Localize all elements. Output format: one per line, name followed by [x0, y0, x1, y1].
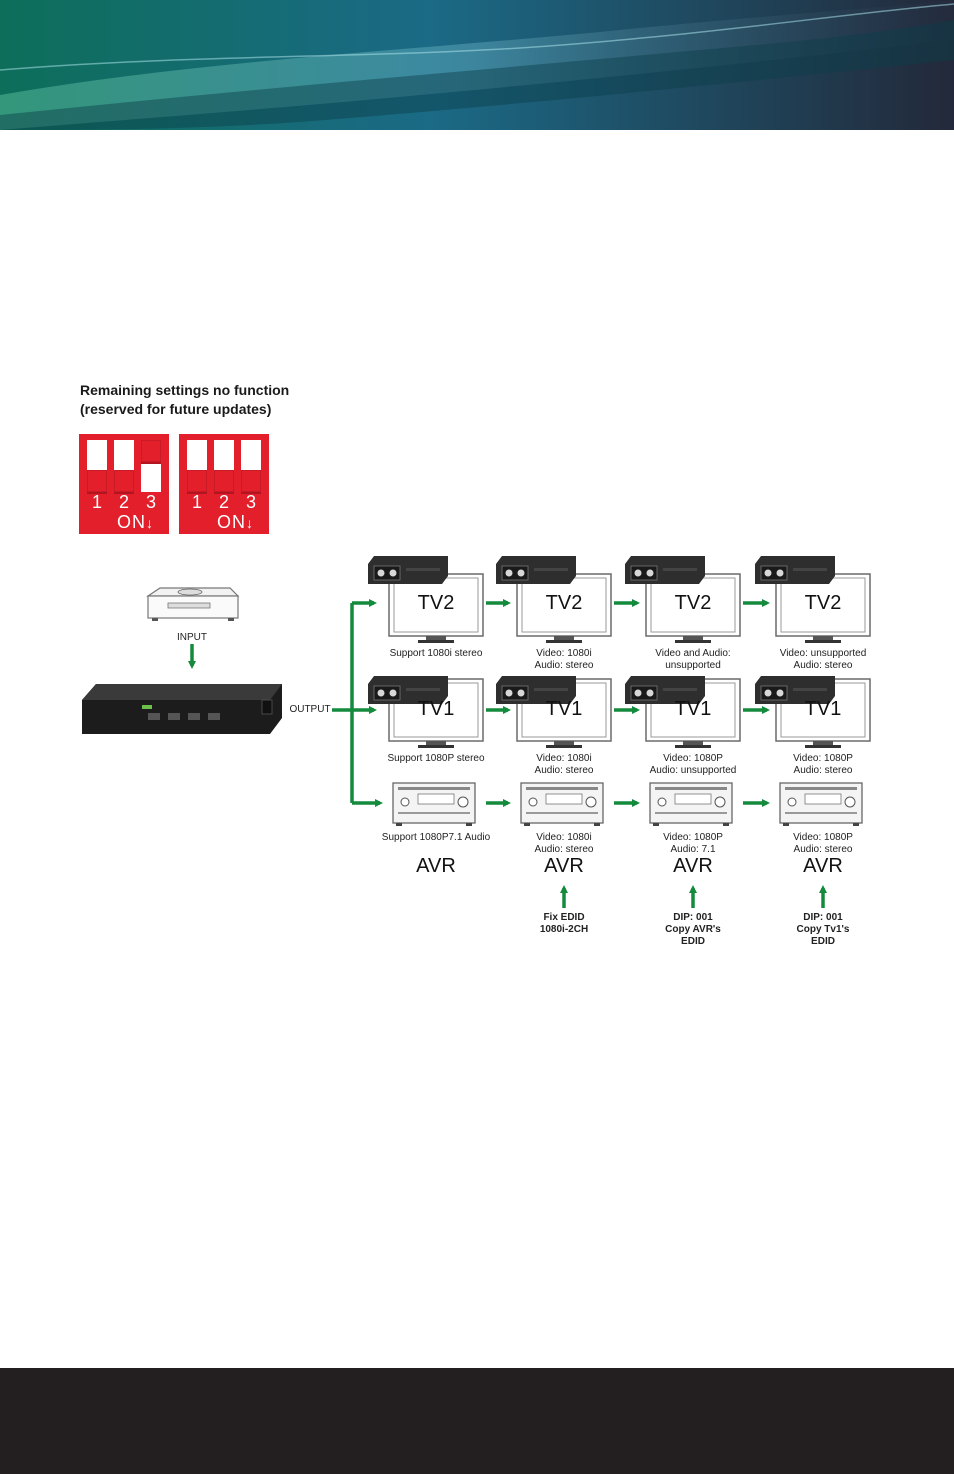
down-arrow-icon: ↓: [146, 515, 154, 531]
avr-description: Video: 1080P Audio: stereo: [793, 832, 853, 855]
note-line-2: (reserved for future updates): [80, 401, 272, 417]
tv1-screen-label: TV1: [674, 698, 712, 720]
dip-on-label: ON↓: [217, 512, 254, 532]
tv1-description: Video: 1080P Audio: stereo: [793, 753, 853, 776]
tv2-description: Video: 1080i Audio: stereo: [534, 648, 594, 671]
avr-receiver-icon: [649, 782, 733, 826]
tv1-description: Video: 1080i Audio: stereo: [534, 753, 594, 776]
hdmi-extender-icon: [625, 556, 705, 584]
hdmi-extender-icon: [755, 556, 835, 584]
tv1-screen-label: TV1: [417, 698, 455, 720]
input-label: INPUT: [177, 632, 207, 643]
edid-setting-note: DIP: 001 Copy Tv1's EDID: [796, 912, 850, 947]
avr-receiver-icon: [392, 782, 476, 826]
dip-switch-block-1: 1 2 3 ON↓: [79, 434, 169, 534]
dip-switch-1-lever: [187, 440, 207, 494]
tv2-screen-label: TV2: [674, 592, 712, 614]
dip-number: 2: [118, 492, 129, 512]
avr-label: AVR: [544, 855, 584, 877]
tv2-screen-label: TV2: [545, 592, 583, 614]
hdmi-extender-icon: [368, 556, 448, 584]
header-wave-graphic: [0, 0, 954, 130]
dip-switch-1-lever: [87, 440, 107, 494]
tv1-screen-label: TV1: [804, 698, 842, 720]
tv2-description: Video: unsupported Audio: stereo: [779, 648, 867, 671]
footer-bar: [0, 1368, 954, 1474]
edid-setting-note: Fix EDID 1080i-2CH: [539, 912, 589, 935]
edid-setting-note: DIP: 001 Copy AVR's EDID: [665, 912, 721, 947]
dip-number: 2: [218, 492, 229, 512]
avr-label: AVR: [416, 855, 456, 877]
down-arrow-icon: ↓: [246, 515, 254, 531]
dip-number: 1: [191, 492, 202, 512]
tv1-description: Support 1080P stereo: [387, 753, 485, 764]
dip-switch-3-lever: [241, 440, 261, 494]
hdmi-extender-icon: [496, 556, 576, 584]
avr-label: AVR: [673, 855, 713, 877]
output-label: OUTPUT: [289, 704, 331, 715]
tv2-screen-label: TV2: [804, 592, 842, 614]
dip-switch-2-lever: [114, 440, 134, 494]
tv1-description: Video: 1080P Audio: unsupported: [649, 753, 737, 776]
avr-label: AVR: [803, 855, 843, 877]
dip-number: 1: [91, 492, 102, 512]
dip-on-label: ON↓: [117, 512, 154, 532]
header-banner: [0, 0, 954, 130]
dip-switch-block-2: 1 2 3 ON↓: [179, 434, 269, 534]
dip-switch-3-lever: [141, 440, 161, 492]
dip-number: 3: [245, 492, 256, 512]
avr-description: Video: 1080P Audio: 7.1: [663, 832, 723, 855]
avr-description: Support 1080P7.1 Audio: [381, 832, 491, 843]
tv2-description: Support 1080i stereo: [389, 648, 483, 659]
dip-switch-2-lever: [214, 440, 234, 494]
avr-receiver-icon: [520, 782, 604, 826]
avr-receiver-icon: [779, 782, 863, 826]
note-line-1: Remaining settings no function: [80, 382, 290, 398]
tv1-screen-label: TV1: [545, 698, 583, 720]
hdmi-splitter-device: [82, 684, 282, 734]
avr-description: Video: 1080i Audio: stereo: [534, 832, 594, 855]
tv2-description: Video and Audio: unsupported: [655, 648, 731, 671]
dip-number: 3: [145, 492, 156, 512]
disc-player-icon: [146, 587, 240, 621]
tv2-screen-label: TV2: [417, 592, 455, 614]
